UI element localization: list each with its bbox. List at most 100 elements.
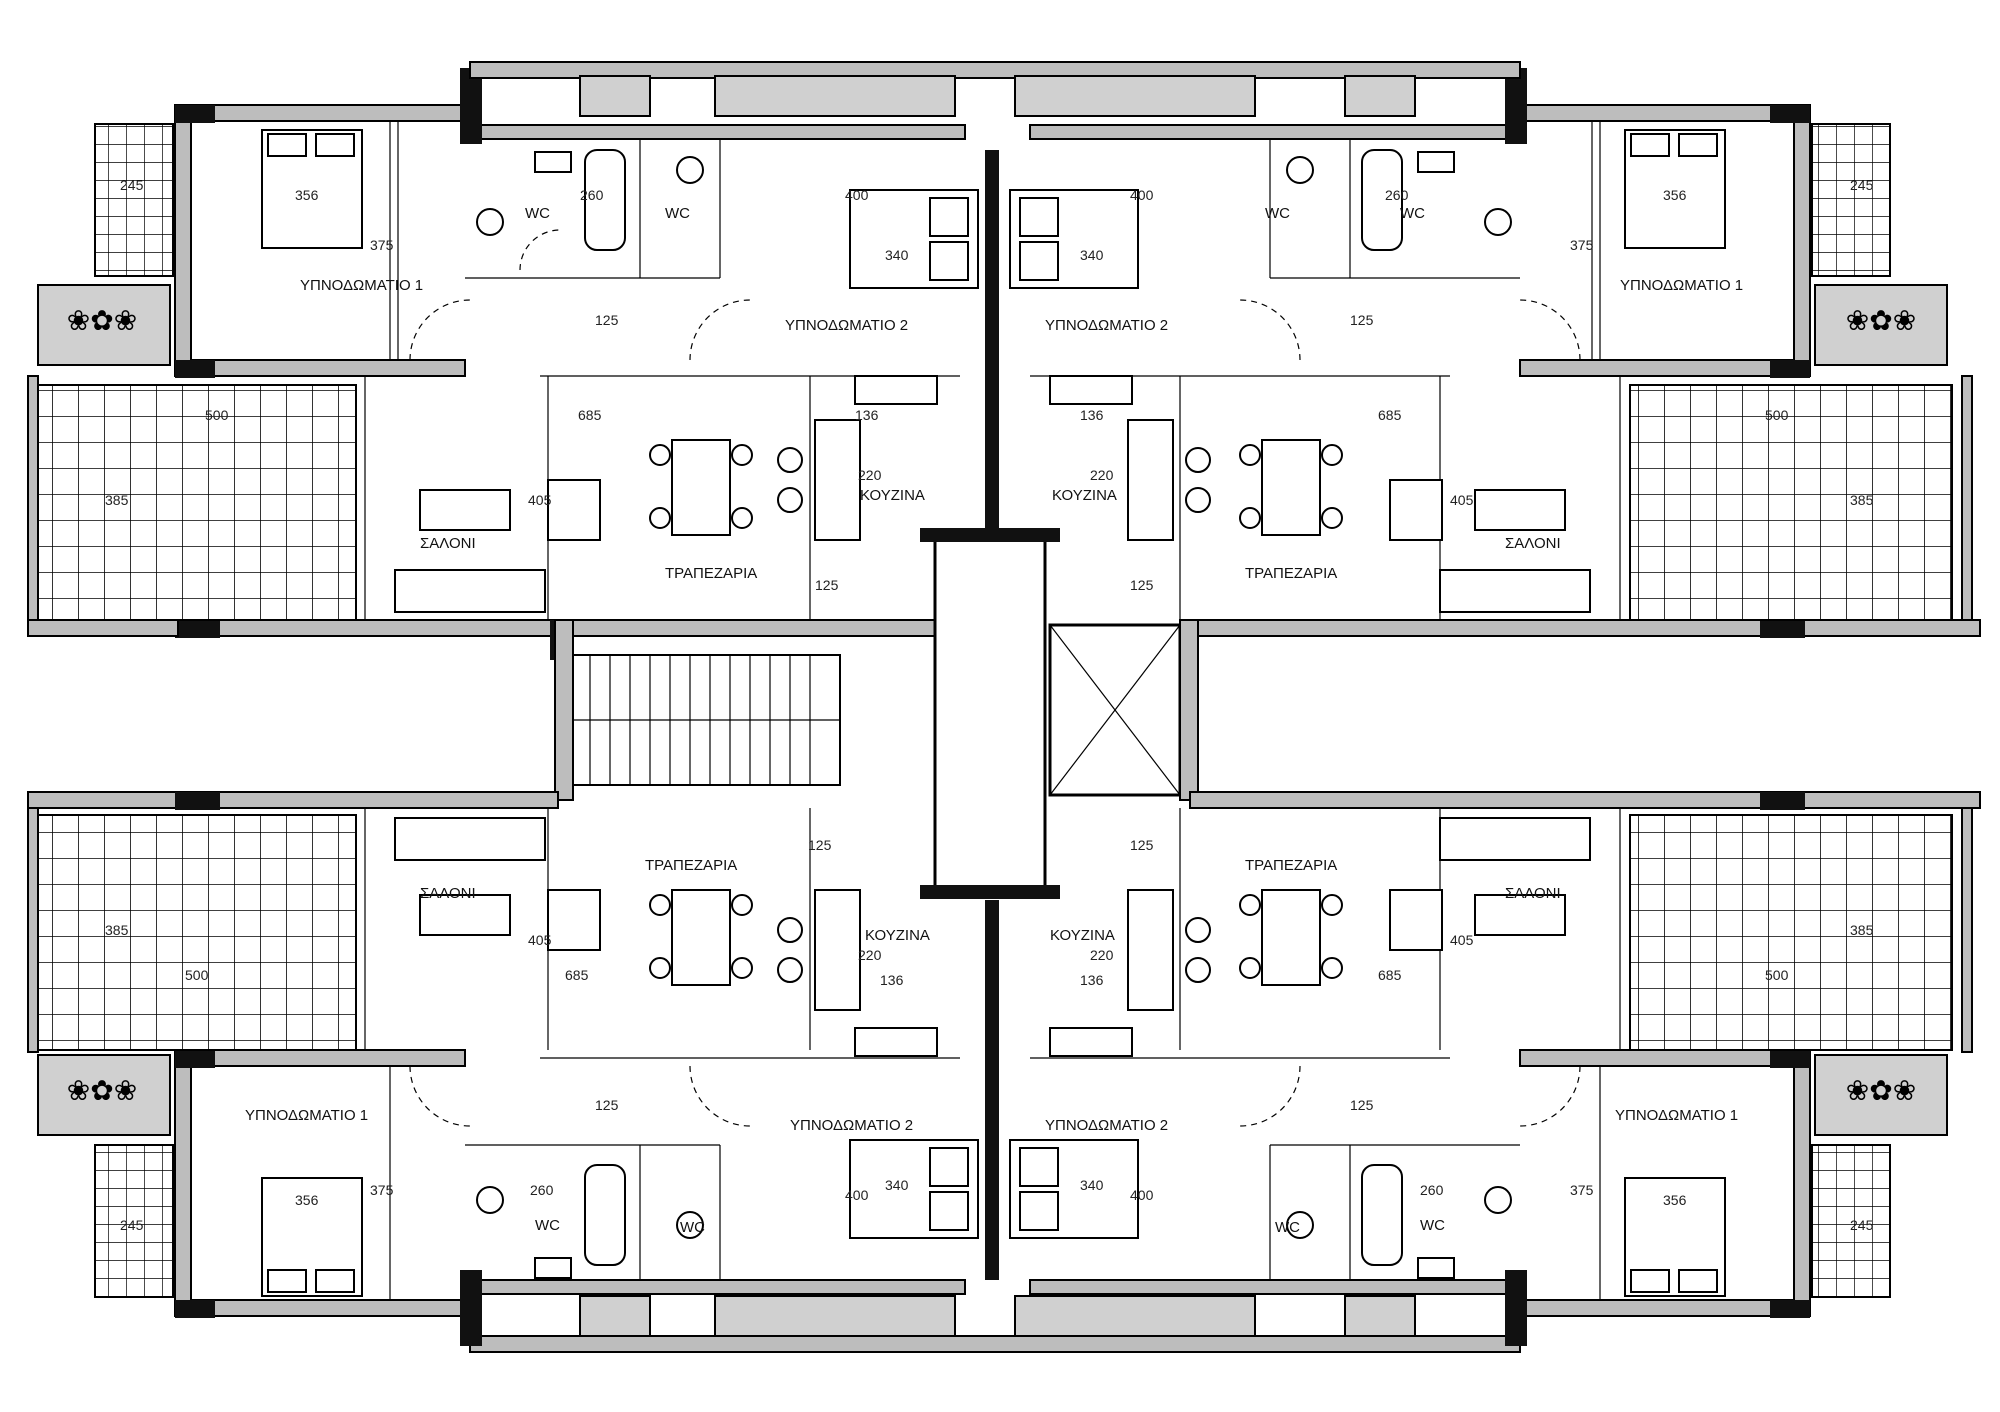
dimension-label: 685	[578, 407, 602, 423]
armchair	[1389, 479, 1443, 541]
balcony	[1811, 123, 1891, 277]
dimension-label: 125	[1350, 1097, 1374, 1113]
kitchen-counter	[814, 419, 861, 541]
dimension-label: 375	[370, 237, 394, 253]
door-swing	[689, 299, 751, 361]
room-label-bedroom-1: ΥΠΝΟΔΩΜΑΤΙΟ 1	[245, 1107, 368, 1124]
dimension-label: 356	[295, 1192, 319, 1208]
chair	[777, 917, 803, 943]
stair-treads	[570, 655, 840, 785]
pillow	[1019, 197, 1059, 237]
dimension-label: 136	[1080, 972, 1104, 988]
wall	[1519, 1299, 1811, 1317]
column	[175, 792, 220, 810]
dimension-label: 400	[845, 1187, 869, 1203]
chair	[1239, 507, 1261, 529]
armchair	[547, 889, 601, 951]
dimension-label: 685	[1378, 407, 1402, 423]
planter	[1814, 1054, 1948, 1136]
column	[460, 1270, 482, 1346]
room-label-wc: WC	[525, 205, 550, 222]
pillow	[315, 133, 355, 157]
wall	[464, 1279, 966, 1295]
dimension-label: 385	[105, 492, 129, 508]
dimension-label: 405	[528, 492, 552, 508]
chair	[649, 444, 671, 466]
plant-icon: ❀✿❀	[67, 304, 137, 337]
column	[1770, 1050, 1810, 1068]
dimension-label: 405	[1450, 932, 1474, 948]
dimension-label: 220	[1090, 467, 1114, 483]
lift-shaft	[933, 533, 1047, 897]
lift-cross	[1049, 624, 1181, 796]
dining-table	[1261, 889, 1321, 986]
pillow	[929, 1147, 969, 1187]
sofa	[1439, 817, 1591, 861]
dimension-label: 375	[1570, 237, 1594, 253]
chair	[731, 444, 753, 466]
dimension-label: 500	[205, 407, 229, 423]
coffee-table	[1474, 489, 1566, 531]
apartment-top-right: ❀✿❀ ΥΠΝΟΔΩΜΑΤΙΟ 1 ΥΠΝΟΔΩΜΑΤΙΟ 2 ΣΑΛΟΝΙ Τ…	[1009, 68, 1981, 638]
chair	[777, 487, 803, 513]
central-core	[469, 61, 1521, 1353]
wall	[1179, 619, 1199, 801]
room-label-wc: WC	[1265, 205, 1290, 222]
column	[175, 1300, 215, 1318]
dimension-label: 405	[528, 932, 552, 948]
room-label-wc: WC	[665, 205, 690, 222]
wall	[1189, 791, 1981, 809]
sink	[534, 151, 572, 173]
room-label-dining: ΤΡΑΠΕΖΑΡΙΑ	[645, 857, 737, 874]
pillow	[1630, 1269, 1670, 1293]
bathtub	[1361, 1164, 1403, 1266]
kitchen-counter	[1127, 889, 1174, 1011]
kitchen-sink	[854, 1027, 938, 1057]
dimension-label: 125	[1350, 312, 1374, 328]
dimension-label: 260	[530, 1182, 554, 1198]
terrace	[1629, 814, 1953, 1051]
wall	[469, 1335, 1521, 1353]
room-label-wc: WC	[535, 1217, 560, 1234]
balcony	[1811, 1144, 1891, 1298]
balcony	[94, 1144, 174, 1298]
room-label-bedroom-1: ΥΠΝΟΔΩΜΑΤΙΟ 1	[1615, 1107, 1738, 1124]
kitchen-sink	[1049, 375, 1133, 405]
dimension-label: 500	[185, 967, 209, 983]
door-swing	[1519, 1065, 1581, 1127]
room-label-bedroom-1: ΥΠΝΟΔΩΜΑΤΙΟ 1	[300, 277, 423, 294]
chair	[1321, 507, 1343, 529]
dimension-label: 340	[1080, 247, 1104, 263]
dimension-label: 356	[295, 187, 319, 203]
dimension-label: 400	[845, 187, 869, 203]
toilet	[676, 1211, 704, 1239]
sofa	[1439, 569, 1591, 613]
dimension-label: 125	[1130, 837, 1154, 853]
door-swing	[1239, 299, 1301, 361]
room-label-kitchen: ΚΟΥΖΙΝΑ	[1050, 927, 1115, 944]
dimension-label: 245	[120, 177, 144, 193]
wall	[557, 619, 939, 637]
dimension-label: 260	[580, 187, 604, 203]
toilet	[476, 208, 504, 236]
pillow	[1678, 133, 1718, 157]
dimension-label: 260	[1420, 1182, 1444, 1198]
chair	[649, 507, 671, 529]
plant-icon: ❀✿❀	[1846, 304, 1916, 337]
door-swing	[1239, 1065, 1301, 1127]
column	[1505, 1270, 1527, 1346]
pillow	[929, 197, 969, 237]
planter	[579, 1295, 651, 1337]
wall	[1793, 1049, 1811, 1317]
chair	[1321, 894, 1343, 916]
chair	[1239, 894, 1261, 916]
planter	[1344, 1295, 1416, 1337]
dimension-label: 400	[1130, 187, 1154, 203]
dimension-label: 356	[1663, 1192, 1687, 1208]
column	[1770, 360, 1810, 378]
column	[1760, 792, 1805, 810]
chair	[1185, 447, 1211, 473]
wall	[27, 375, 39, 621]
room-label-living: ΣΑΛΟΝΙ	[1505, 885, 1561, 902]
